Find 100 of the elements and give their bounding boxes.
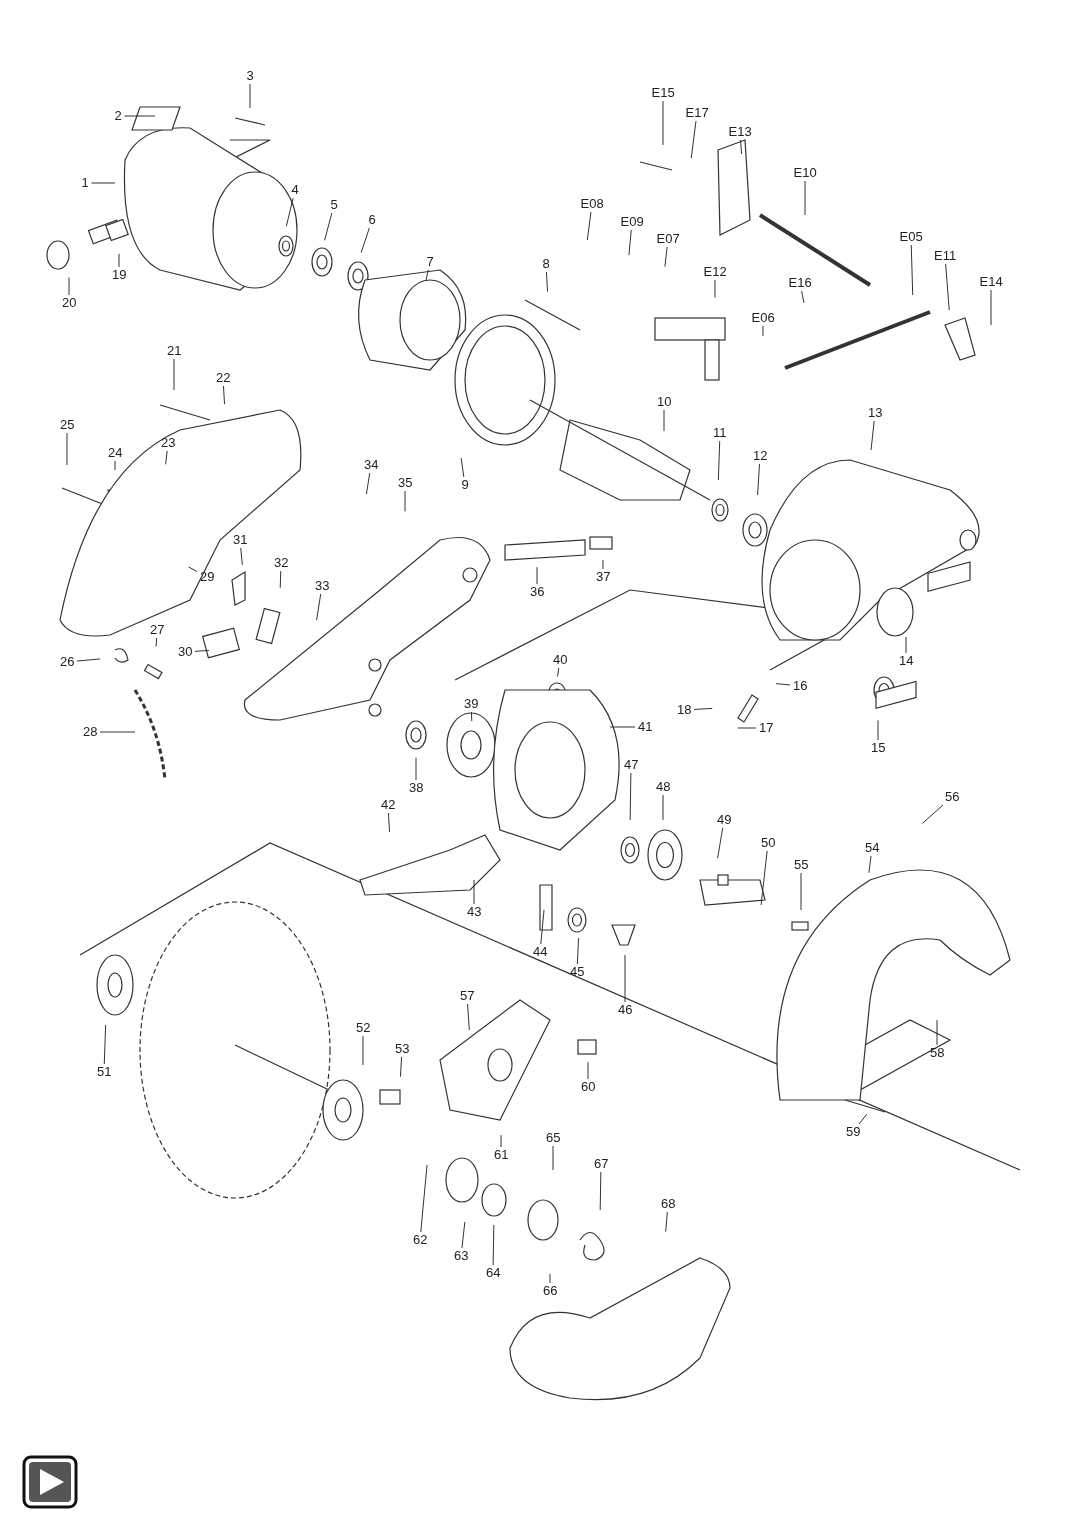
leader-line [714, 279, 716, 298]
callout-number: 11 [712, 426, 728, 440]
callout-number: 38 [408, 781, 425, 795]
leader-line [628, 229, 632, 256]
callout-number: 53 [394, 1042, 411, 1056]
callout-number: 10 [656, 395, 673, 409]
leader-line [905, 636, 907, 654]
callout-number: 39 [463, 697, 480, 711]
callout-number: 48 [655, 780, 672, 794]
callout-number: E13 [727, 125, 753, 139]
callout-number: 57 [459, 989, 476, 1003]
leader-line [66, 432, 68, 466]
callout-number: E06 [750, 311, 776, 325]
callout-number: 4 [290, 183, 300, 197]
leader-line [114, 460, 116, 471]
leader-line [460, 457, 465, 478]
leader-line [599, 1171, 602, 1211]
leader-line [757, 463, 760, 496]
callout-number: 9 [460, 478, 470, 492]
callout-number: 31 [232, 533, 249, 547]
leader-line [188, 566, 198, 573]
callout-number: 46 [617, 1003, 634, 1017]
callout-number: 59 [845, 1125, 862, 1139]
leader-line [602, 559, 604, 570]
leader-line [624, 954, 626, 1003]
leader-line [425, 269, 429, 281]
leader-line [365, 472, 371, 495]
leader-line [68, 277, 70, 296]
leader-line [662, 100, 664, 146]
leader-line [461, 1221, 466, 1249]
leader-line [324, 212, 333, 241]
leader-line [877, 719, 879, 741]
callout-number: 27 [149, 623, 166, 637]
leader-line [804, 180, 806, 216]
callout-number: 58 [929, 1046, 946, 1060]
leader-line [279, 570, 282, 589]
leader-line [404, 490, 406, 512]
callout-number: 62 [412, 1233, 429, 1247]
leader-line [662, 794, 664, 821]
callout-number: 51 [96, 1065, 113, 1079]
leader-line [737, 727, 757, 729]
callout-number: 35 [397, 476, 414, 490]
leader-line [936, 1019, 938, 1046]
callout-number: 18 [676, 703, 693, 717]
leader-line [868, 855, 872, 874]
callout-number: 43 [466, 905, 483, 919]
leader-line [362, 1035, 364, 1066]
leader-line [473, 879, 475, 905]
leader-line [545, 271, 549, 293]
leader-line [194, 649, 210, 652]
leader-line [629, 772, 632, 821]
leader-line [387, 812, 391, 833]
callout-number: 33 [314, 579, 331, 593]
callout-number: 19 [111, 268, 128, 282]
leader-line [222, 385, 226, 405]
callout-number: 44 [532, 945, 549, 959]
leader-line [173, 358, 175, 391]
leader-line [118, 253, 120, 268]
leader-line [576, 937, 580, 965]
callout-number: 61 [493, 1148, 510, 1162]
leader-line [91, 182, 116, 184]
leader-line [399, 1056, 403, 1078]
leader-line [775, 683, 791, 686]
callout-number: 56 [944, 790, 961, 804]
leader-line [760, 850, 768, 906]
callout-number: 41 [637, 720, 654, 734]
leader-line [540, 909, 545, 945]
callout-number: 6 [367, 213, 377, 227]
leader-line [800, 872, 802, 911]
callout-number: 13 [867, 406, 884, 420]
callout-number: 55 [793, 858, 810, 872]
callout-number: E09 [619, 215, 645, 229]
callout-number: 64 [485, 1266, 502, 1280]
leader-line [249, 83, 251, 109]
leader-line [586, 211, 592, 241]
leader-line [500, 1134, 502, 1148]
leader-line [415, 757, 417, 781]
callout-number: 45 [569, 965, 586, 979]
callout-number: 2 [113, 109, 123, 123]
callout-number: E11 [933, 249, 958, 263]
callout-number: E17 [684, 106, 710, 120]
leader-line [693, 707, 713, 710]
callout-number: 47 [623, 758, 640, 772]
leader-line [717, 827, 724, 859]
callout-number: 50 [760, 836, 777, 850]
callout-number: 52 [355, 1021, 372, 1035]
callout-number: 29 [199, 570, 216, 584]
leader-line [103, 1024, 107, 1065]
leader-line [945, 263, 950, 311]
callout-number: 36 [529, 585, 546, 599]
callout-number: 28 [82, 725, 99, 739]
callout-number: E10 [792, 166, 818, 180]
callout-number: 34 [363, 458, 380, 472]
callout-number: 5 [329, 198, 339, 212]
leader-line [858, 1113, 868, 1125]
leader-line [360, 227, 370, 253]
callout-number: 16 [792, 679, 809, 693]
callout-number: 15 [870, 741, 887, 755]
callout-number: E16 [787, 276, 813, 290]
callout-number: 49 [716, 813, 733, 827]
